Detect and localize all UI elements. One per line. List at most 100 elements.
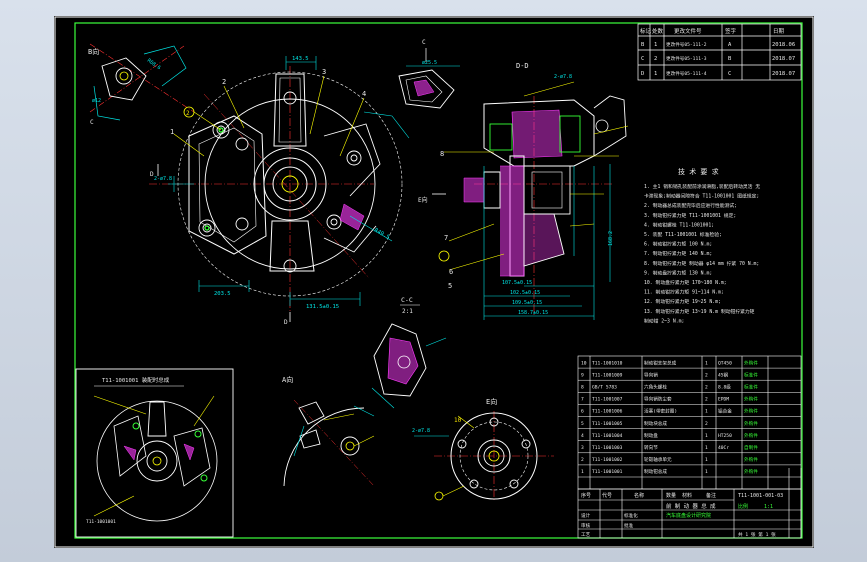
dim-d13: 2-ø7.8	[154, 176, 172, 182]
tech-req-title: 技 术 要 求	[678, 167, 719, 176]
scale-value: 1:1	[764, 504, 773, 510]
bom-cell: QT450	[718, 360, 732, 366]
bom-cell: 6	[581, 409, 584, 415]
cc-scale: 2:1	[402, 308, 413, 315]
e-view-label: E向	[486, 397, 497, 406]
balloon-2: 2	[222, 78, 226, 86]
dd-dim-5: 168.2	[608, 231, 614, 246]
sheet-info: 共 1 张 第 1 张	[738, 531, 776, 538]
balloon-6: 6	[449, 268, 453, 276]
detail-box: T11-1001001 装配时总成 T11-1001001	[75, 368, 234, 538]
bom-footer-1: 代号	[602, 492, 612, 499]
tech-req-line: 13. 制动钳拧紧力矩 13~19 N.m 制动钳拧紧力矩	[644, 308, 755, 315]
revision-table-text: 标记 处数 更改文件号 签字 日期 B 1 更改件号05-111-2 A 201…	[640, 27, 795, 77]
bom-cell: 8.8级	[718, 384, 731, 391]
bom-cell: 自制件	[744, 444, 758, 451]
bom-cell: T11-1001003	[592, 445, 623, 451]
e-arrow-label: E向	[418, 196, 428, 204]
tb-row-1: 审核	[581, 522, 591, 529]
tb-row-0: 设计	[581, 512, 591, 519]
bom-cell: GB/T 5783	[592, 385, 617, 391]
rev-h0: 标记	[640, 27, 652, 35]
bom-cell: 8	[581, 385, 584, 391]
rev-r2c0: D	[641, 71, 644, 77]
bom-cell: T11-1001004	[592, 433, 623, 439]
rev-r2c2: 更改件号05-111-4	[666, 70, 707, 77]
bom-cell: 转向节	[644, 444, 658, 451]
bom-cell: 45钢	[718, 371, 729, 378]
balloon-7: 7	[444, 234, 448, 242]
bom-cell: 4	[581, 433, 584, 439]
bom-cell: T11-1001009	[592, 372, 623, 378]
tech-req-line: 10. 制动盘拧紧力矩 170~180 N.m;	[644, 279, 727, 286]
tb-row-2: 工艺	[581, 532, 591, 538]
tech-req-line: 12. 制动钳拧紧力矩 19~25 N.m;	[644, 298, 721, 305]
bom-cell: 40Cr	[718, 445, 729, 451]
c-detail: C ø25.5	[398, 39, 460, 109]
drawing-number: T11-1001-001-03	[738, 493, 783, 499]
bom-cell: 标准件	[744, 371, 758, 378]
balloon-8: 8	[440, 150, 444, 158]
b-view-label: B向	[88, 47, 99, 56]
rev-h1: 处数	[652, 27, 664, 35]
bom-footer-0: 序号	[581, 492, 591, 499]
bom-cell: 外购件	[744, 468, 758, 475]
b-view: B向 R68.6 ø12 C	[88, 43, 195, 126]
bom-cell: 制动钳总成	[644, 468, 667, 475]
tech-req-line: 7. 制动钳拧紧力矩 140 N.m;	[644, 250, 712, 257]
rev-r0c4: 2018.06	[772, 42, 795, 48]
main-front-view: 203.5 131.5±0.15 143.5 R49.5 2-ø7.8 2 2 …	[149, 56, 410, 326]
bom-cell: 外购件	[744, 359, 758, 366]
tech-req-line: 8. 制动钳拧紧力矩 制动器 φ14 mm 拧紧 70 N.m;	[644, 260, 759, 267]
dim-r49: R49.5	[373, 228, 390, 241]
rev-h3: 签字	[725, 27, 737, 35]
tech-req-line: 4. 制动钳螺栓 T11-1001001;	[644, 221, 714, 228]
a-view: A向	[282, 375, 375, 487]
bom-footer-3: 数量	[666, 492, 676, 499]
balloon-4: 4	[362, 90, 366, 98]
d-mark-left: D	[150, 171, 154, 178]
bom-cell: HT250	[718, 433, 732, 439]
e-view-dim: 2-ø7.8	[412, 428, 430, 434]
e-view: E向 2-ø7.8 10	[412, 397, 554, 501]
tech-req-line: 9. 制动盘拧紧力矩 130 N.m;	[644, 269, 712, 276]
bom-footer-4: 材料	[682, 492, 692, 499]
tb-row-4: 批准	[624, 522, 634, 529]
bom-cell: 外购件	[744, 396, 758, 403]
bom-cell: 1	[705, 433, 708, 439]
title-block	[577, 468, 802, 539]
bom-cell: 1	[705, 457, 708, 463]
bom-cell: 导向销	[644, 371, 658, 378]
bom-cell: T11-1001006	[592, 409, 623, 415]
revision-table	[637, 23, 802, 81]
company: 汽车底盘设计研究院	[666, 512, 711, 519]
bom-cell: 外购件	[744, 420, 758, 427]
tech-req-line: 制动钳 2~3 N.m;	[644, 317, 684, 324]
rev-r0c2: 更改件号05-111-2	[666, 41, 707, 48]
bom-cell: 5	[581, 421, 584, 427]
drawing-svg: 标记 处数 更改文件号 签字 日期 B 1 更改件号05-111-2 A 201…	[54, 16, 814, 548]
title-block-text: 序号 代号 名称 数量 材料 备注 前 制 动 器 总 成 T11-1001-0…	[581, 492, 783, 538]
bom-cell: 9	[581, 372, 584, 378]
bom-cell: 活塞(带密封圈)	[644, 408, 677, 415]
bom-cell: 六角头螺栓	[644, 384, 667, 391]
cc-label: C-C	[401, 296, 413, 304]
b-dim-1: R68.6	[146, 58, 162, 72]
tech-req-line: 2. 制动器总成装配完毕后应进行性能测试;	[644, 202, 737, 209]
tech-req-line: 3. 制动钳拧紧力矩 T11-1001001 规定;	[644, 212, 736, 219]
bom-cell: 制动块总成	[644, 420, 667, 427]
dd-dim-2: 102.5±0.15	[510, 290, 540, 296]
rev-r0c3: A	[728, 42, 732, 48]
balloon-5: 5	[448, 282, 452, 290]
rev-r2c4: 2018.07	[772, 71, 795, 77]
dd-dim-top: 2-ø7.8	[554, 74, 572, 80]
tech-req-line: 卡滞现象;制动器间隙符合 T11-1001001 图纸规定;	[644, 193, 759, 200]
rev-h4: 日期	[773, 28, 785, 35]
dim-203: 203.5	[214, 291, 231, 297]
drawing-sheet[interactable]: 标记 处数 更改文件号 签字 日期 B 1 更改件号05-111-2 A 201…	[54, 16, 814, 548]
bom-cell: 轮毂轴承单元	[644, 456, 672, 463]
bom-cell: 制动钳支架总成	[644, 359, 677, 366]
scale-label: 比例	[738, 503, 748, 510]
